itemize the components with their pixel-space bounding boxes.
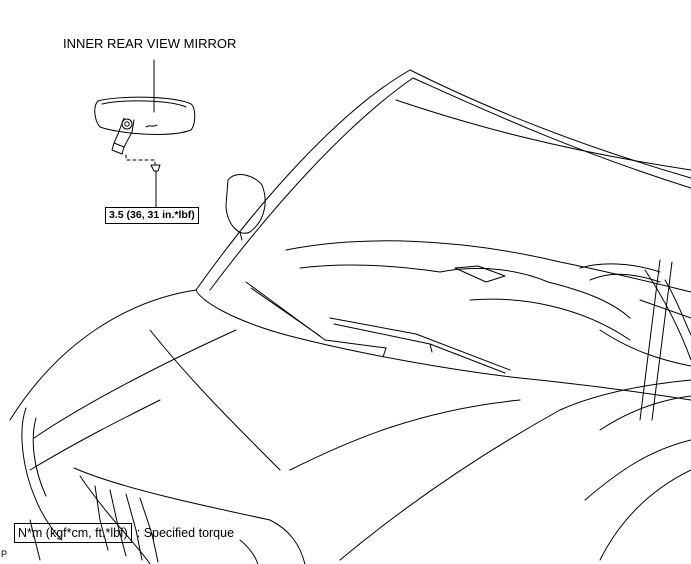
wiper-arms (245, 281, 511, 374)
headlight (21, 407, 63, 561)
figure-code: P (1, 549, 8, 559)
windshield-outline (195, 69, 691, 293)
front-grille (73, 467, 306, 564)
hood-outline (9, 269, 691, 561)
side-mirror (225, 174, 266, 241)
legend-description: : Specified torque (136, 526, 235, 540)
rear-view-mirror (94, 96, 196, 155)
a-pillar (639, 259, 673, 421)
legend-unit-box: N*m (kgf*cm, ft.*lbf) (14, 523, 132, 543)
torque-spec-box: 3.5 (36, 31 in.*lbf) (105, 207, 199, 224)
torque-legend: N*m (kgf*cm, ft.*lbf) : Specified torque (14, 523, 234, 543)
mounting-screw (125, 154, 161, 208)
part-label: INNER REAR VIEW MIRROR (63, 36, 237, 51)
dashboard-contour (299, 263, 691, 367)
